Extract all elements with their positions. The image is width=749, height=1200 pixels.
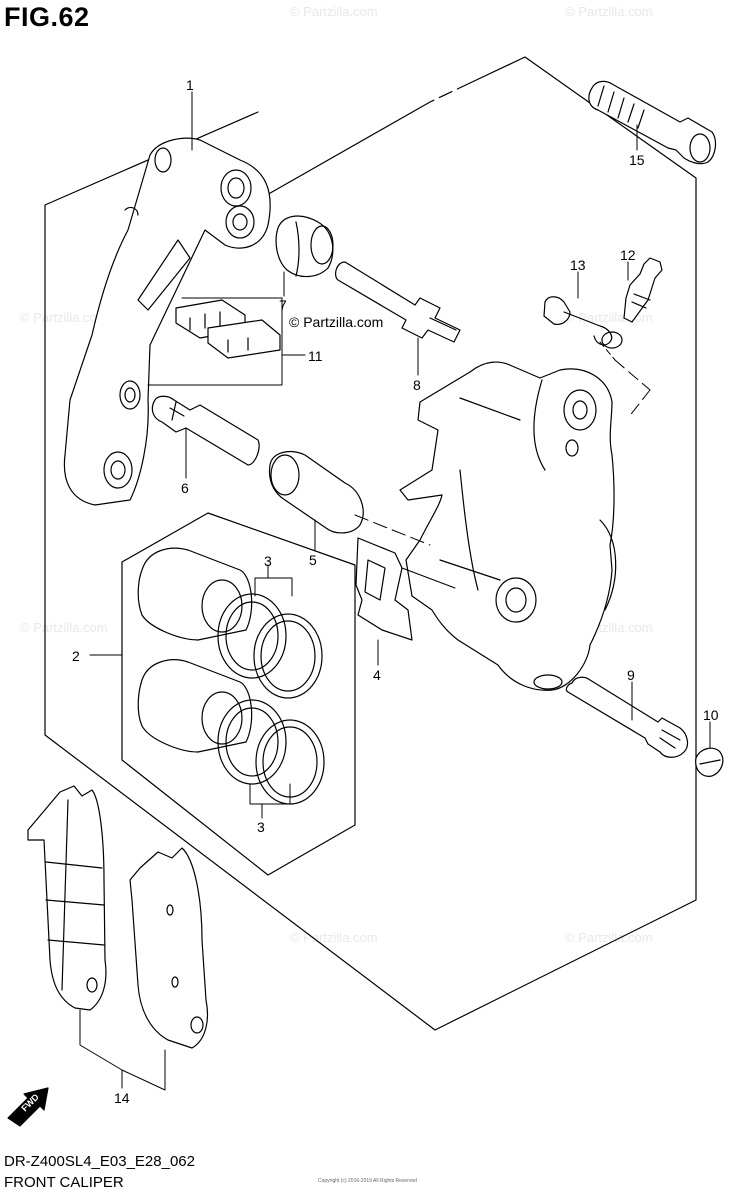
pin-plug [695,747,724,777]
diagram-code: DR-Z400SL4_E03_E28_062 [4,1153,195,1170]
callout-8: 8 [413,377,421,393]
pistons-and-seals [137,547,325,805]
callout-10: 10 [703,707,719,723]
diagram-name: FRONT CALIPER [4,1174,124,1191]
caliper-body [399,361,617,691]
svg-text:© Partzilla.com: © Partzilla.com [20,620,108,635]
caliper-bracket [63,137,271,506]
bleeder-cap [543,296,623,349]
callout-4: 4 [373,667,381,683]
callout-5: 5 [309,552,317,568]
pad-pin [565,676,689,758]
boot [275,215,334,278]
copyright-text: Copyright (c) 2016-2019 All Rights Reser… [318,1178,417,1184]
brake-pads [27,785,209,1049]
svg-text:© Partzilla.com: © Partzilla.com [290,930,378,945]
callout-11: 11 [308,348,323,364]
pad-spring-clips [175,299,281,359]
callout-15: 15 [629,152,645,168]
piston-kit-frame [121,512,356,876]
callout-1: 1 [186,77,194,93]
svg-text:© Partzilla.com: © Partzilla.com [290,4,378,19]
callout-13: 13 [570,257,586,273]
callout-7: 7 [279,297,287,313]
slide-pin-upper [335,261,461,343]
svg-text:© Partzilla.com: © Partzilla.com [565,930,653,945]
bleeder-screw [623,257,663,323]
assembly-frame [44,56,697,1031]
caliper-bolt [588,80,717,165]
watermark-main: © Partzilla.com [289,314,383,330]
leader-lines [79,91,711,1091]
callout-6: 6 [181,480,189,496]
svg-text:© Partzilla.com: © Partzilla.com [565,4,653,19]
callout-9: 9 [627,667,635,683]
svg-text:© Partzilla.com: © Partzilla.com [20,310,108,325]
slide-pin-lower [151,395,260,466]
callout-3-upper: 3 [264,553,272,569]
callout-14: 14 [114,1090,130,1106]
pin-boot [268,451,364,534]
callout-3-lower: 3 [257,819,265,835]
callout-2: 2 [72,648,80,664]
callout-numbers: 1 2 3 3 4 5 6 7 8 9 10 11 12 13 14 15 [72,77,719,1106]
fwd-arrow-icon: FWD [7,1087,49,1127]
callout-12: 12 [620,247,636,263]
figure-title: FIG.62 [4,2,90,32]
pad-retainer [355,537,413,641]
